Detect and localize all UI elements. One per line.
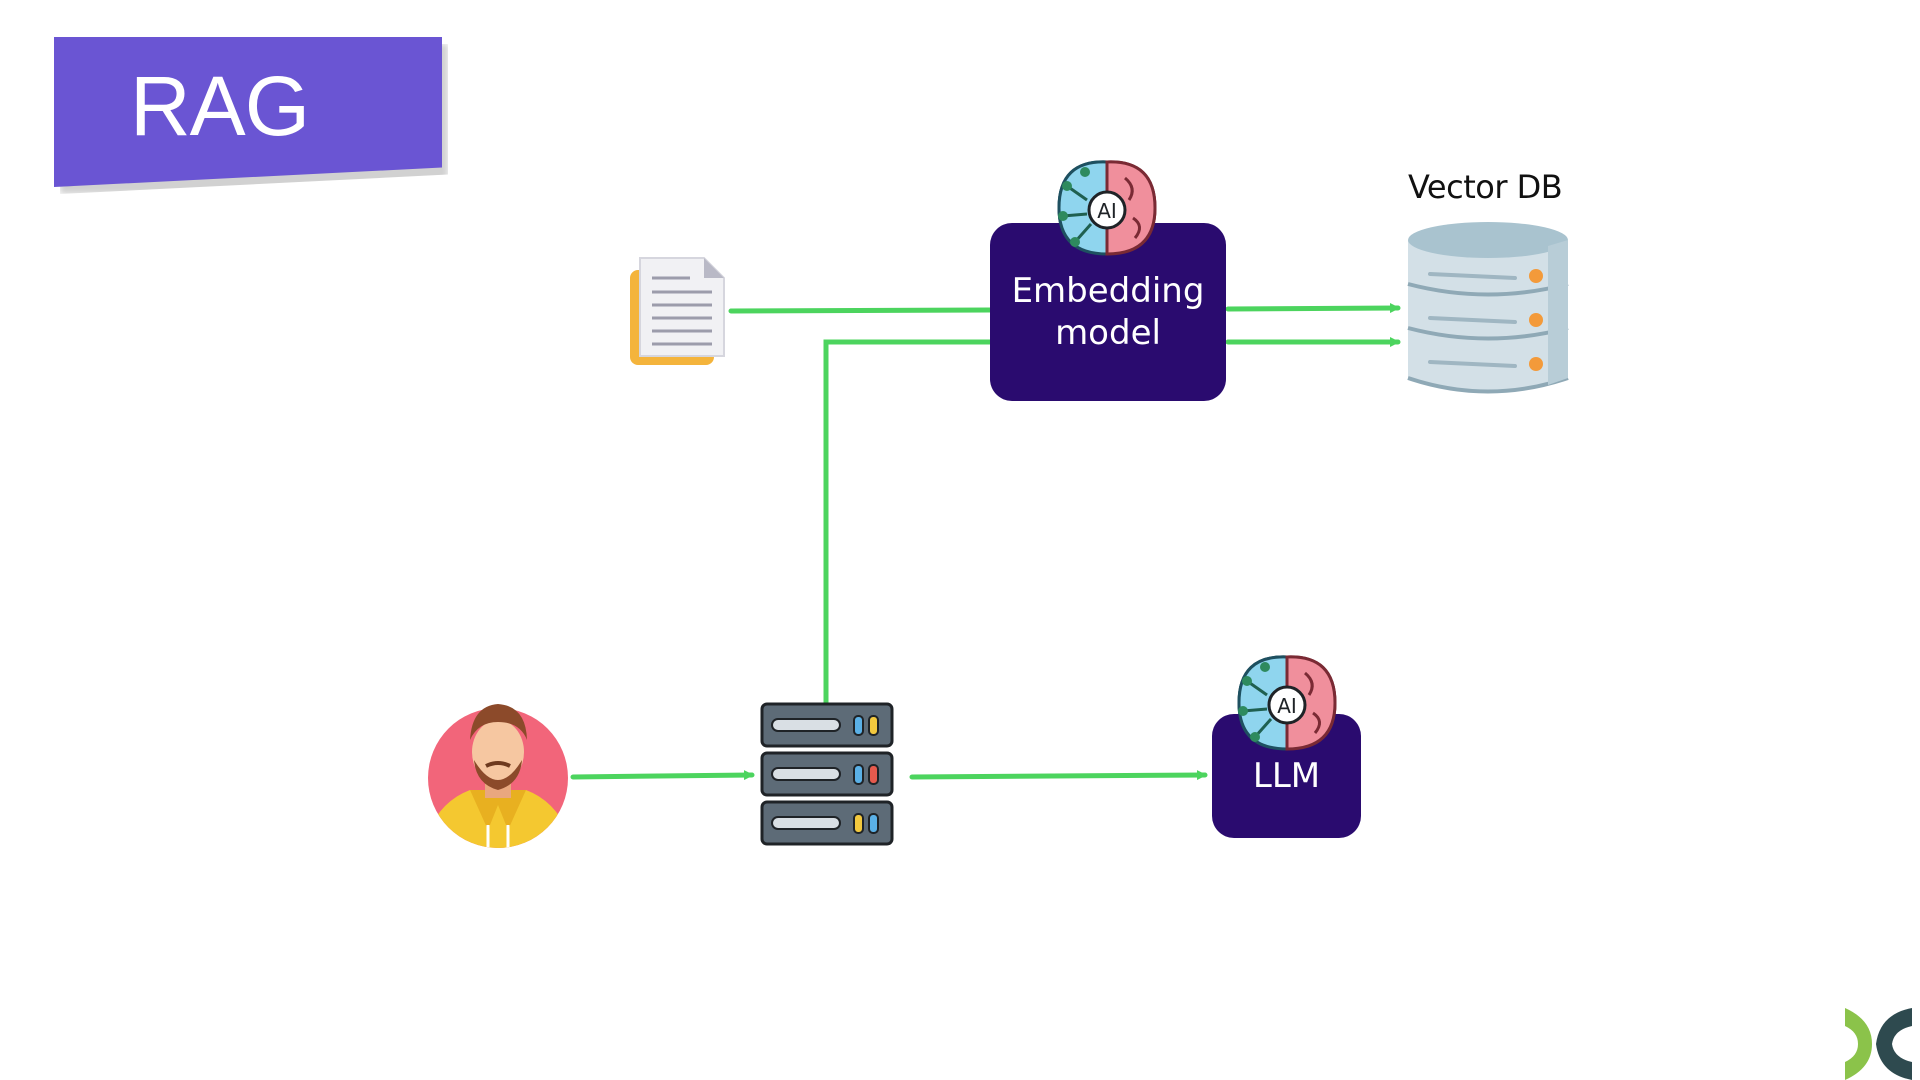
brand-logo-icon <box>1845 1008 1912 1080</box>
arrow-server-to-llm <box>909 770 1208 781</box>
llm-label: LLM <box>1252 756 1321 796</box>
page-title: RAG <box>130 59 310 153</box>
arrow-document-to-embedding <box>728 307 993 314</box>
document-icon <box>630 257 725 365</box>
svg-text:AI: AI <box>1097 199 1117 223</box>
vector-db-label: Vector DB <box>1408 168 1563 206</box>
server-icon <box>760 702 894 846</box>
arrow-embedding-to-vectordb-1 <box>1225 303 1401 314</box>
user-avatar-icon <box>428 704 568 848</box>
arrow-server-to-embedding <box>823 339 993 708</box>
embedding-model-label-line2: model <box>1055 313 1161 353</box>
embedding-model-label-line1: Embedding <box>1011 271 1205 311</box>
connectors <box>570 303 1401 781</box>
embedding-model-box: Embedding model <box>990 223 1226 401</box>
title-banner <box>54 37 442 187</box>
arrow-user-to-server <box>570 770 755 781</box>
llm-box: LLM <box>1212 714 1361 838</box>
database-icon <box>1407 222 1569 394</box>
